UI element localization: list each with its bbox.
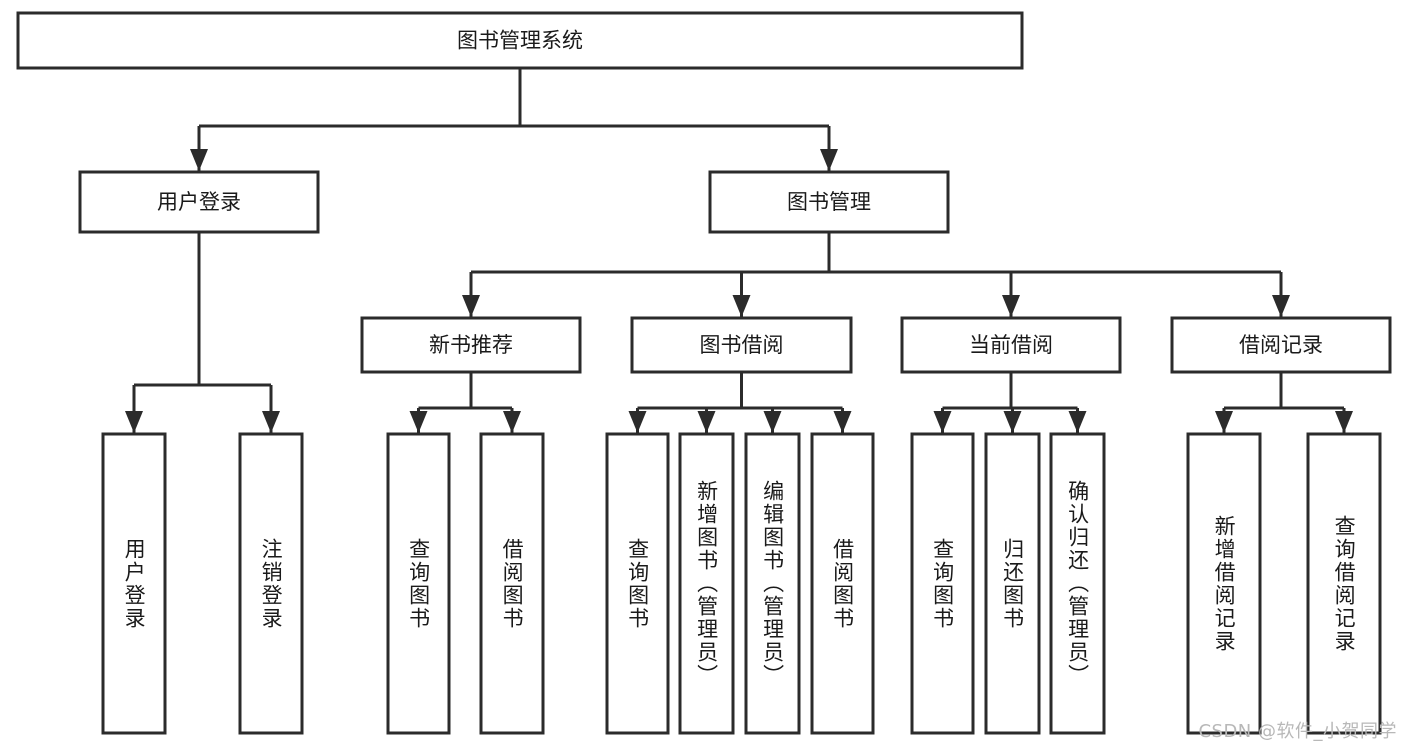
leaf-box-0[interactable] xyxy=(101,432,167,735)
level3-label-3: 借阅记录 xyxy=(1239,333,1323,357)
level3-box-3[interactable] xyxy=(1170,316,1392,374)
arrow-head-icon xyxy=(763,411,782,433)
arrow-head-icon xyxy=(1003,411,1022,433)
level3-label-0: 新书推荐 xyxy=(429,333,513,357)
level3-box-0[interactable] xyxy=(360,316,582,374)
level2-box-0[interactable] xyxy=(78,170,320,234)
arrow-head-icon xyxy=(820,149,838,171)
arrow-head-icon xyxy=(628,411,647,433)
arrow-head-icon xyxy=(1272,295,1290,317)
leaf-box-4[interactable] xyxy=(605,432,670,735)
root-box-0[interactable] xyxy=(16,11,1024,70)
level3-label-2: 当前借阅 xyxy=(969,333,1053,357)
arrow-head-icon xyxy=(125,411,143,433)
root-label-0: 图书管理系统 xyxy=(457,29,583,53)
leaf-box-11[interactable] xyxy=(1186,432,1262,735)
leaf-box-6[interactable] xyxy=(744,432,801,735)
connector-layer xyxy=(125,68,1353,433)
arrow-head-icon xyxy=(833,411,852,433)
level3-label-1: 图书借阅 xyxy=(700,333,784,357)
arrow-head-icon xyxy=(732,295,751,317)
arrow-head-icon xyxy=(462,295,480,317)
arrow-head-icon xyxy=(697,411,716,433)
leaf-box-10[interactable] xyxy=(1049,432,1106,735)
level2-label-0: 用户登录 xyxy=(157,190,241,214)
arrow-head-icon xyxy=(1335,411,1353,433)
arrow-head-icon xyxy=(933,411,952,433)
leaf-box-2[interactable] xyxy=(386,432,451,735)
level2-label-1: 图书管理 xyxy=(787,190,871,214)
leaf-box-5[interactable] xyxy=(678,432,735,735)
arrow-head-icon xyxy=(409,411,428,433)
leaf-box-9[interactable] xyxy=(984,432,1041,735)
arrow-head-icon xyxy=(1002,295,1020,317)
arrow-head-icon xyxy=(1215,411,1233,433)
leaf-box-8[interactable] xyxy=(910,432,975,735)
leaf-box-1[interactable] xyxy=(238,432,304,735)
level3-box-1[interactable] xyxy=(630,316,853,374)
leaf-box-12[interactable] xyxy=(1306,432,1382,735)
arrow-head-icon xyxy=(190,149,208,171)
leaf-box-3[interactable] xyxy=(479,432,545,735)
level2-box-1[interactable] xyxy=(708,170,950,234)
arrow-head-icon xyxy=(262,411,280,433)
arrow-head-icon xyxy=(503,411,521,433)
arrow-head-icon xyxy=(1068,411,1087,433)
level3-box-2[interactable] xyxy=(900,316,1122,374)
leaf-box-7[interactable] xyxy=(810,432,875,735)
watermark-text: CSDN @软件_小贺同学 xyxy=(1198,721,1397,742)
